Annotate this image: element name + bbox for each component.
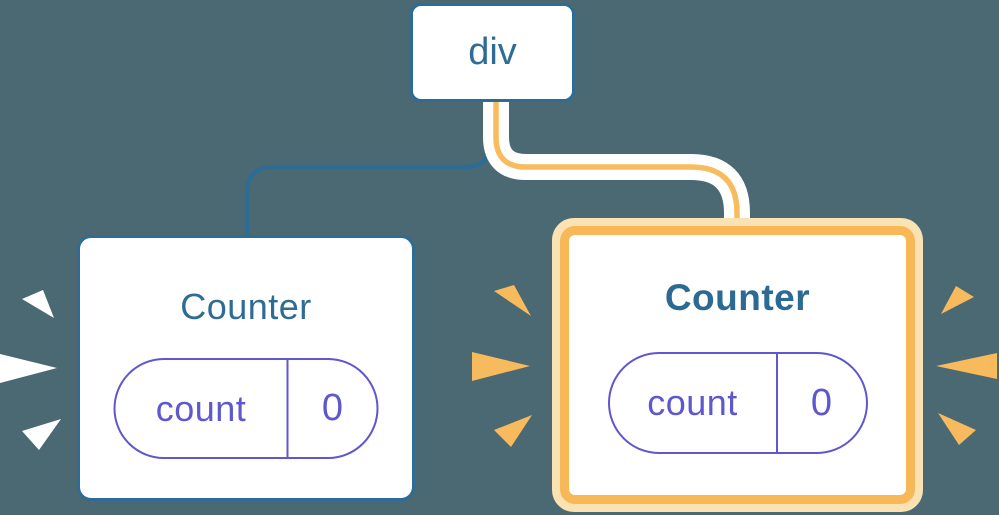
orange-spark-right-middle-icon xyxy=(936,353,997,379)
counter-right-state-name: count xyxy=(610,354,778,452)
orange-spark-right-bottom-icon xyxy=(938,413,976,445)
white-burst-rays-icon xyxy=(0,290,61,450)
white-spark-bottom-icon xyxy=(22,419,61,450)
orange-spark-right-top-icon xyxy=(941,286,974,314)
counter-left-state-pill: count 0 xyxy=(113,358,379,459)
counter-left-state-value: 0 xyxy=(321,387,344,429)
connector-highlight-casing xyxy=(483,95,750,226)
counter-left-state-name: count xyxy=(116,360,289,457)
connector-div-to-left-counter xyxy=(244,95,492,238)
orange-burst-rays-left-icon xyxy=(472,285,532,447)
orange-spark-left-bottom-icon xyxy=(494,415,532,447)
orange-burst-rays-right-icon xyxy=(936,286,997,445)
white-spark-middle-icon xyxy=(0,354,57,383)
connector-div-to-right-counter xyxy=(493,95,740,226)
counter-right-title: Counter xyxy=(664,277,811,318)
white-spark-top-icon xyxy=(22,290,54,318)
counter-right-state-value: 0 xyxy=(810,381,833,424)
tree-node-div: div xyxy=(410,3,575,102)
tree-node-counter-left: Counter count 0 xyxy=(77,235,415,501)
tree-node-counter-right-highlight: Counter count 0 xyxy=(552,218,923,512)
div-node-label: div xyxy=(468,31,517,73)
counter-right-state-pill: count 0 xyxy=(607,352,868,454)
orange-spark-left-middle-icon xyxy=(472,352,530,381)
counter-left-title: Counter xyxy=(180,286,312,327)
orange-spark-left-top-icon xyxy=(494,285,531,316)
tree-node-counter-right: Counter count 0 xyxy=(560,226,915,504)
